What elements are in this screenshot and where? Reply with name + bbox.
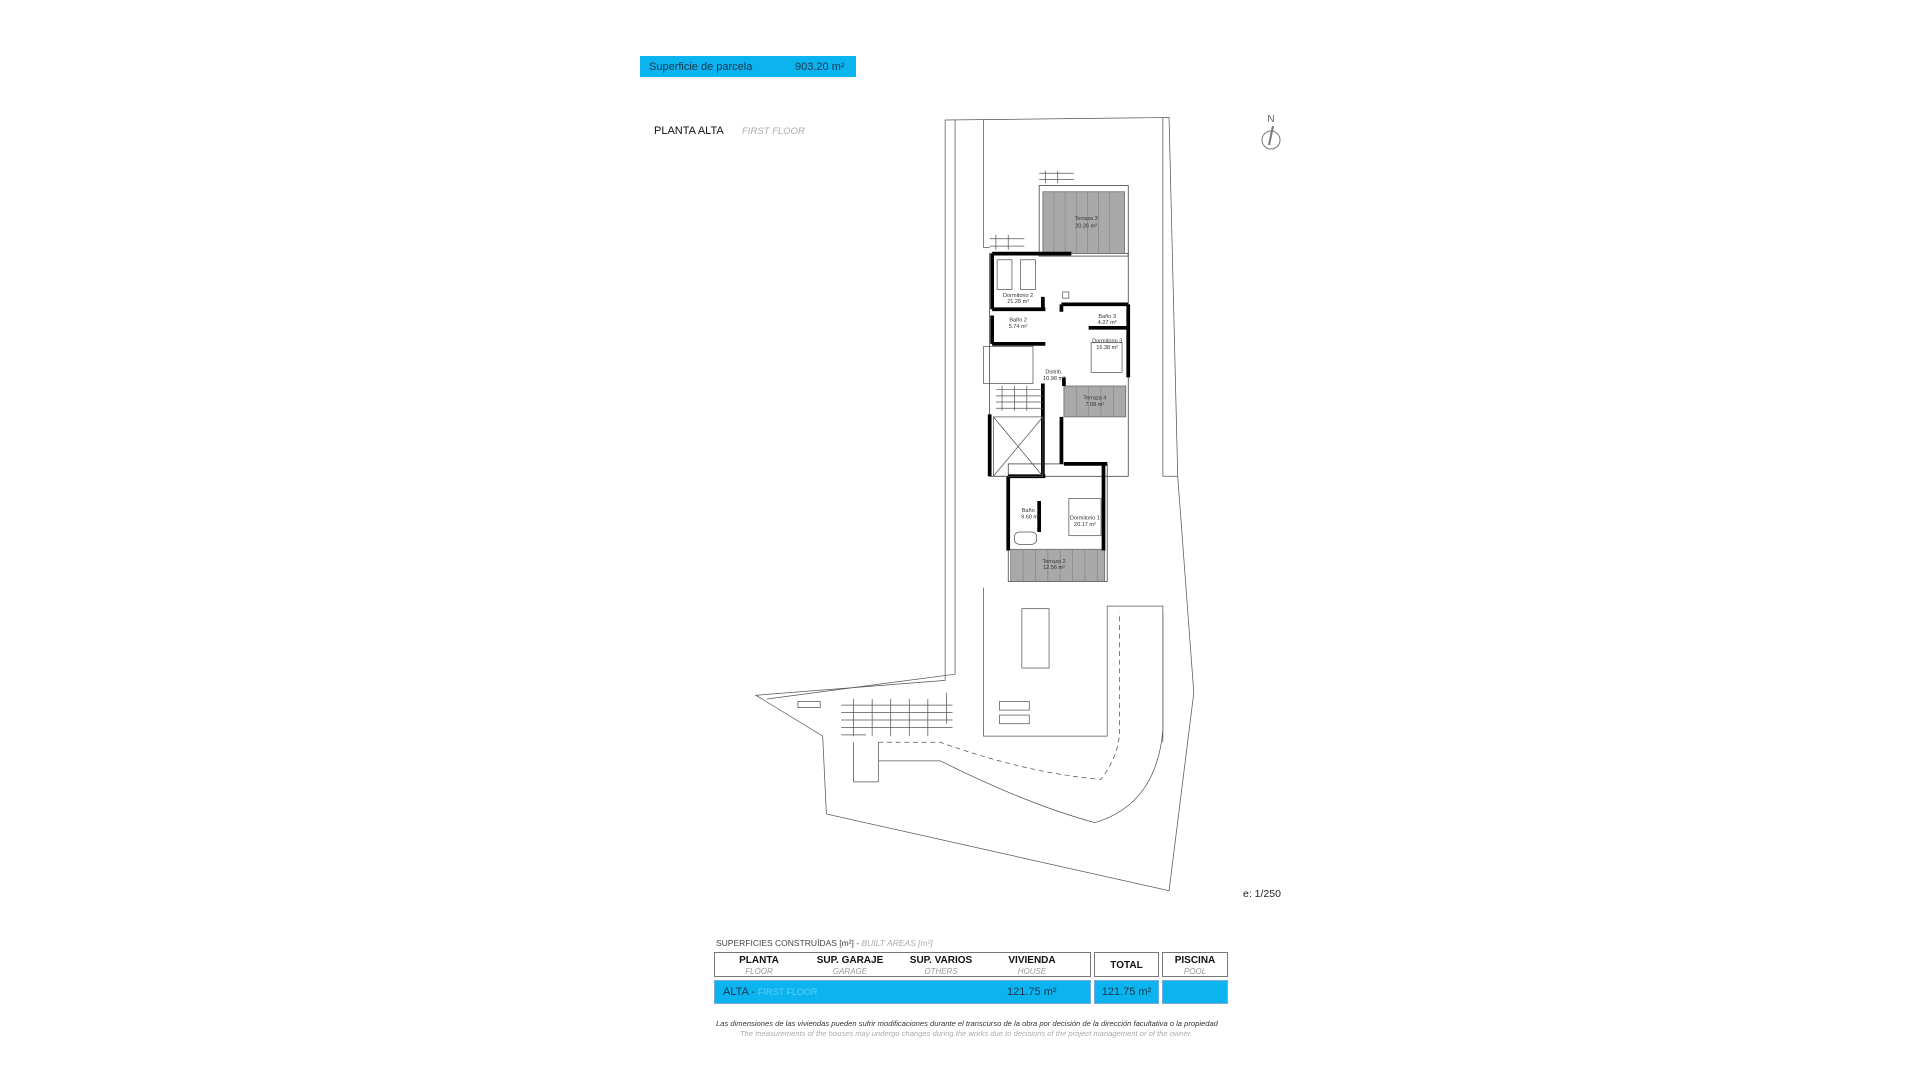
terrace-4 <box>1063 385 1127 418</box>
svg-text:Distrib.: Distrib. <box>1045 370 1063 376</box>
svg-text:Terraza 3: Terraza 3 <box>1075 216 1098 222</box>
svg-text:Baño 1: Baño 1 <box>1022 508 1040 514</box>
room-area: 10.98 m² <box>1043 376 1065 382</box>
svg-text:7.08 m²: 7.08 m² <box>1085 402 1104 408</box>
room-label: Terraza 2 <box>1042 559 1065 565</box>
header-total: TOTAL <box>1110 960 1143 971</box>
row-house: 121.75 m² <box>1007 986 1057 998</box>
row-pool <box>1162 980 1228 1004</box>
svg-text:Baño 3: Baño 3 <box>1098 314 1116 320</box>
room-label: Terraza 3 <box>1075 216 1098 222</box>
table-row: ALTA - FIRST FLOOR 121.75 m² <box>714 980 1091 1004</box>
plan-title: PLANTA ALTA <box>654 125 724 137</box>
terrace-3 <box>1042 191 1125 254</box>
svg-text:10.98 m²: 10.98 m² <box>1043 376 1065 382</box>
svg-text:21.28 m²: 21.28 m² <box>1007 299 1029 305</box>
room-area: 20.17 m² <box>1074 522 1096 528</box>
row-floor: ALTA - <box>723 986 755 998</box>
room-label: Dormitorio 3 <box>1092 339 1122 345</box>
svg-text:Baño 2: Baño 2 <box>1009 318 1027 324</box>
table-caption: SUPERFICIES CONSTRUÍDAS [m²] - BUILT ARE… <box>716 938 933 948</box>
row-total: 121.75 m² <box>1094 980 1159 1004</box>
room-label: Baño 2 <box>1009 318 1027 324</box>
room-area: 4.27 m² <box>1098 320 1117 326</box>
parcel-area-banner: Superficie de parcela 903.20 m² <box>640 56 856 77</box>
room-area: 21.28 m² <box>1007 299 1029 305</box>
plan-subtitle: FIRST FLOOR <box>742 126 805 137</box>
svg-text:12.56 m²: 12.56 m² <box>1043 565 1065 571</box>
room-label: Distrib. <box>1045 370 1063 376</box>
room-label: Baño 3 <box>1098 314 1116 320</box>
row-floor-en: FIRST FLOOR <box>758 987 818 997</box>
parcel-label: Superficie de parcela <box>649 60 753 73</box>
room-label: Dormitorio 1 <box>1070 516 1100 522</box>
room-label: Terraza 4 <box>1083 396 1106 402</box>
plan-scale: e: 1/250 <box>1243 888 1281 900</box>
room-label: Baño 1 <box>1022 508 1040 514</box>
room-area: 20.26 m² <box>1075 224 1097 230</box>
svg-text:Dormitorio 3: Dormitorio 3 <box>1092 339 1122 345</box>
room-label: Dormitorio 2 <box>1003 293 1033 299</box>
parcel-value: 903.20 m² <box>795 60 845 73</box>
svg-text:4.27 m²: 4.27 m² <box>1098 320 1117 326</box>
room-area: 16.38 m² <box>1096 345 1118 351</box>
svg-text:N: N <box>1267 114 1274 125</box>
svg-text:Terraza 4: Terraza 4 <box>1083 396 1106 402</box>
disclaimer-en: The measurements of the houses may under… <box>740 1029 1191 1038</box>
terrace-2 <box>1010 548 1106 582</box>
svg-text:Dormitorio 2: Dormitorio 2 <box>1003 293 1033 299</box>
disclaimer-es: Las dimensiones de las viviendas pueden … <box>716 1019 1218 1028</box>
room-area: 9.60 m² <box>1021 514 1040 520</box>
svg-text:20.17 m²: 20.17 m² <box>1074 522 1096 528</box>
room-area: 7.08 m² <box>1085 402 1104 408</box>
room-area: 5.74 m² <box>1009 324 1028 330</box>
svg-text:9.60 m²: 9.60 m² <box>1021 514 1040 520</box>
svg-text:Terraza 2: Terraza 2 <box>1042 559 1065 565</box>
svg-text:20.26 m²: 20.26 m² <box>1075 224 1097 230</box>
svg-text:16.38 m²: 16.38 m² <box>1096 345 1118 351</box>
entrance-stairs <box>841 692 953 737</box>
room-area: 12.56 m² <box>1043 565 1065 571</box>
svg-text:Dormitorio 1: Dormitorio 1 <box>1070 516 1100 522</box>
svg-text:5.74 m²: 5.74 m² <box>1009 324 1028 330</box>
north-arrow-icon: N <box>1261 114 1281 150</box>
